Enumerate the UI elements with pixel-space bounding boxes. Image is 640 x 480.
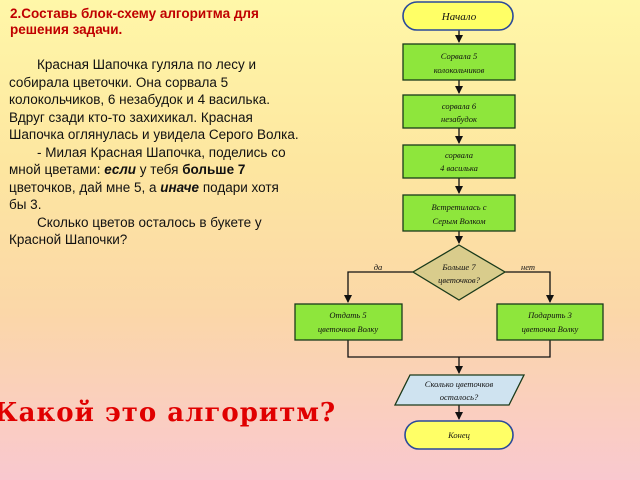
task-text: Красная Шапочка гуляла по лесу и собирал… bbox=[9, 56, 299, 249]
step1-line1: Сорвала 5 bbox=[441, 51, 478, 61]
yes-action-line1: Отдать 5 bbox=[329, 310, 366, 320]
step4-line1: Встретилась с bbox=[431, 202, 486, 212]
step2-line2: незабудок bbox=[441, 114, 478, 124]
decision-diamond: Больше 7 цветочков? bbox=[411, 244, 507, 301]
condition-line1: Больше 7 bbox=[441, 262, 476, 272]
process-step-1: Сорвала 5 колокольчиков bbox=[402, 43, 516, 81]
step3-line2: 4 василька bbox=[440, 163, 478, 173]
no-action-box: Подарить 3 цветочка Волку bbox=[496, 303, 604, 341]
start-label: Начало bbox=[441, 11, 477, 23]
no-action-line1: Подарить 3 bbox=[527, 310, 572, 320]
task-paragraph-2: - Милая Красная Шапочка, поделись со мно… bbox=[9, 144, 299, 214]
p2-more: больше 7 bbox=[182, 162, 246, 177]
output-line1: Сколько цветочков bbox=[425, 379, 494, 389]
output-parallelogram: Сколько цветочков осталось? bbox=[393, 374, 526, 406]
p2-if: если bbox=[104, 162, 137, 177]
p2-end: подари хотя бы 3. bbox=[9, 179, 279, 213]
yes-label: да bbox=[374, 262, 383, 272]
step3-line1: сорвала bbox=[445, 150, 473, 160]
condition-line2: цветочков? bbox=[438, 275, 480, 285]
task-paragraph-3: Сколько цветов осталось в букете у Красн… bbox=[9, 214, 262, 248]
yes-action-line2: цветочков Волку bbox=[318, 324, 378, 334]
task-paragraph-1: Красная Шапочка гуляла по лесу и собирал… bbox=[9, 57, 299, 142]
step1-line2: колокольчиков bbox=[434, 65, 485, 75]
question-text: Какой это алгоритм? bbox=[0, 398, 337, 428]
yes-action-box: Отдать 5 цветочков Волку bbox=[294, 303, 403, 341]
step4-line2: Серым Волком bbox=[433, 216, 487, 226]
output-line2: осталось? bbox=[440, 392, 479, 402]
process-step-4: Встретилась с Серым Волком bbox=[402, 194, 516, 232]
no-action-line2: цветочка Волку bbox=[522, 324, 579, 334]
end-label: Конец bbox=[447, 430, 470, 440]
step2-line1: сорвала 6 bbox=[442, 101, 477, 111]
p2-start: - Милая Красная Шапочка, поделись со мно… bbox=[9, 144, 286, 178]
p2-else: иначе bbox=[160, 179, 200, 195]
task-title: 2.Составь блок-схему алгоритма для решен… bbox=[10, 6, 259, 37]
flow-connectors bbox=[344, 30, 554, 420]
process-step-2: сорвала 6 незабудок bbox=[402, 94, 516, 129]
start-terminal: Начало bbox=[402, 1, 514, 31]
no-label: нет bbox=[521, 262, 535, 272]
process-step-3: сорвала 4 василька bbox=[402, 144, 516, 179]
p2-mid1: у тебя bbox=[136, 162, 183, 177]
p2-mid2: цветочков, дай мне 5, а bbox=[9, 179, 161, 195]
end-terminal: Конец bbox=[404, 420, 514, 450]
